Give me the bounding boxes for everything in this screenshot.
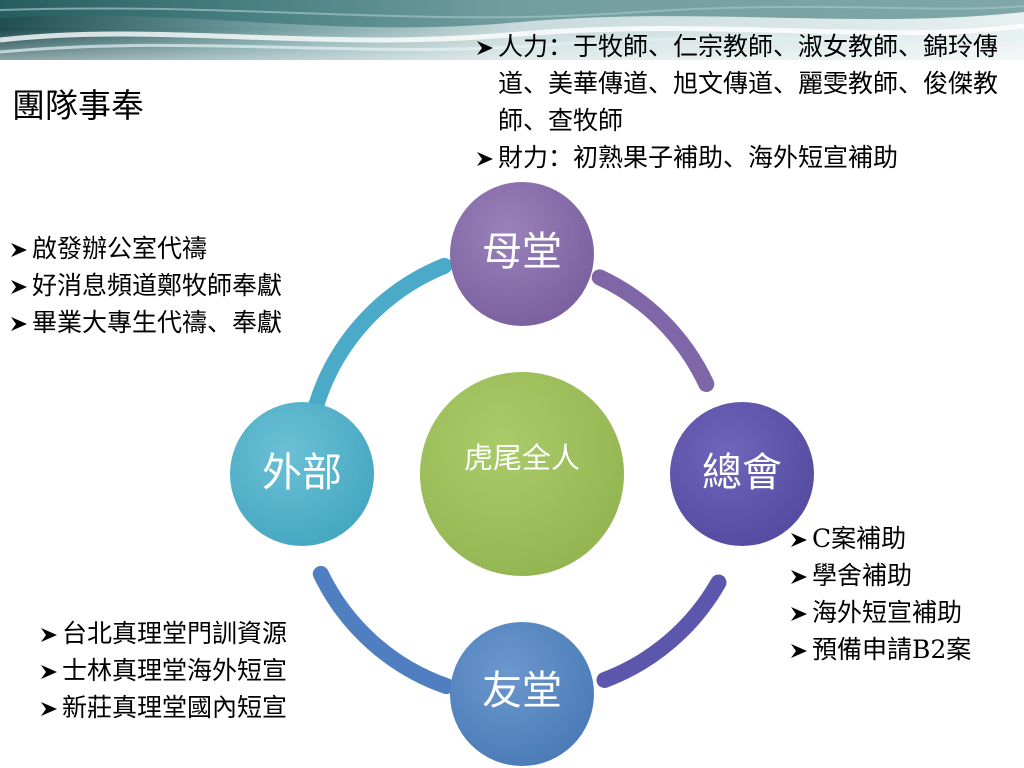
bullet-item: 人力：于牧師、仁宗教師、淑女教師、錦玲傳道、美華傳道、旭文傳道、麗雯教師、俊傑教…	[476, 28, 1021, 139]
node-external-label: 外部	[262, 450, 342, 496]
arrowhead-bullet-icon	[41, 628, 57, 642]
bullet-text: 好消息頻道鄭牧師奉獻	[32, 271, 283, 300]
arrowhead-bullet-icon	[791, 607, 807, 621]
node-center	[420, 372, 624, 576]
bullet-text: 新莊真理堂國內短宣	[62, 693, 288, 722]
ring-arc-mother-general	[591, 269, 715, 392]
bullet-item: 海外短宣補助	[790, 594, 971, 631]
node-external	[230, 402, 374, 546]
bullet-item: 畢業大專生代禱、奉獻	[10, 304, 282, 341]
node-friend	[450, 622, 594, 766]
bullet-text: 預備申請B2案	[812, 635, 972, 664]
bullet-item: 士林真理堂海外短宣	[40, 652, 287, 689]
node-general-label: 總會	[702, 450, 782, 496]
header-wave-banner	[0, 0, 1024, 92]
bullet-text: 財力：初熟果子補助、海外短宣補助	[498, 143, 899, 172]
bullet-item: 預備申請B2案	[790, 631, 971, 668]
ring-arc-friend-external	[312, 565, 455, 695]
bullet-text: C案補助	[812, 524, 907, 553]
bullet-text: 士林真理堂海外短宣	[62, 656, 288, 685]
node-general	[670, 402, 814, 546]
arrowhead-bullet-icon	[477, 152, 493, 166]
bullet-text: 學舍補助	[812, 561, 913, 590]
node-mother-label: 母堂	[482, 229, 562, 275]
node-mother	[450, 182, 594, 326]
bullet-block-top: 人力：于牧師、仁宗教師、淑女教師、錦玲傳道、美華傳道、旭文傳道、麗雯教師、俊傑教…	[476, 28, 1021, 176]
arrowhead-bullet-icon	[11, 280, 27, 294]
node-friend-label: 友堂	[482, 668, 562, 714]
bullet-item: 啟發辦公室代禱	[10, 230, 282, 267]
bullet-item: 好消息頻道鄭牧師奉獻	[10, 267, 282, 304]
bullet-item: 學舍補助	[790, 557, 971, 594]
ring-arc-external-mother	[308, 257, 453, 413]
arrowhead-bullet-icon	[41, 665, 57, 679]
bullet-text: 海外短宣補助	[812, 598, 963, 627]
bullet-text: 人力：于牧師、仁宗教師、淑女教師、錦玲傳道、美華傳道、旭文傳道、麗雯教師、俊傑教…	[498, 32, 999, 135]
slide-title: 團隊事奉	[12, 86, 144, 125]
arrowhead-bullet-icon	[791, 644, 807, 658]
bullet-item: 財力：初熟果子補助、海外短宣補助	[476, 139, 1021, 176]
bullet-text: 啟發辦公室代禱	[32, 234, 208, 263]
bullet-block-right: C案補助 學舍補助 海外短宣補助 預備申請B2案	[790, 520, 971, 668]
bullet-block-bottom: 台北真理堂門訓資源 士林真理堂海外短宣 新莊真理堂國內短宣	[40, 615, 287, 726]
bullet-block-left: 啟發辦公室代禱 好消息頻道鄭牧師奉獻 畢業大專生代禱、奉獻	[10, 230, 282, 341]
arrowhead-bullet-icon	[791, 533, 807, 547]
bullet-text: 台北真理堂門訓資源	[62, 619, 288, 648]
bullet-item: 台北真理堂門訓資源	[40, 615, 287, 652]
arrowhead-bullet-icon	[477, 41, 493, 55]
bullet-item: C案補助	[790, 520, 971, 557]
ring-arc-general-friend	[596, 574, 727, 688]
arrowhead-bullet-icon	[791, 570, 807, 584]
arrowhead-bullet-icon	[11, 317, 27, 331]
bullet-item: 新莊真理堂國內短宣	[40, 689, 287, 726]
bullet-text: 畢業大專生代禱、奉獻	[32, 308, 283, 337]
node-center-label: 虎尾全人	[463, 441, 580, 475]
arrowhead-bullet-icon	[41, 702, 57, 716]
arrowhead-bullet-icon	[11, 243, 27, 257]
